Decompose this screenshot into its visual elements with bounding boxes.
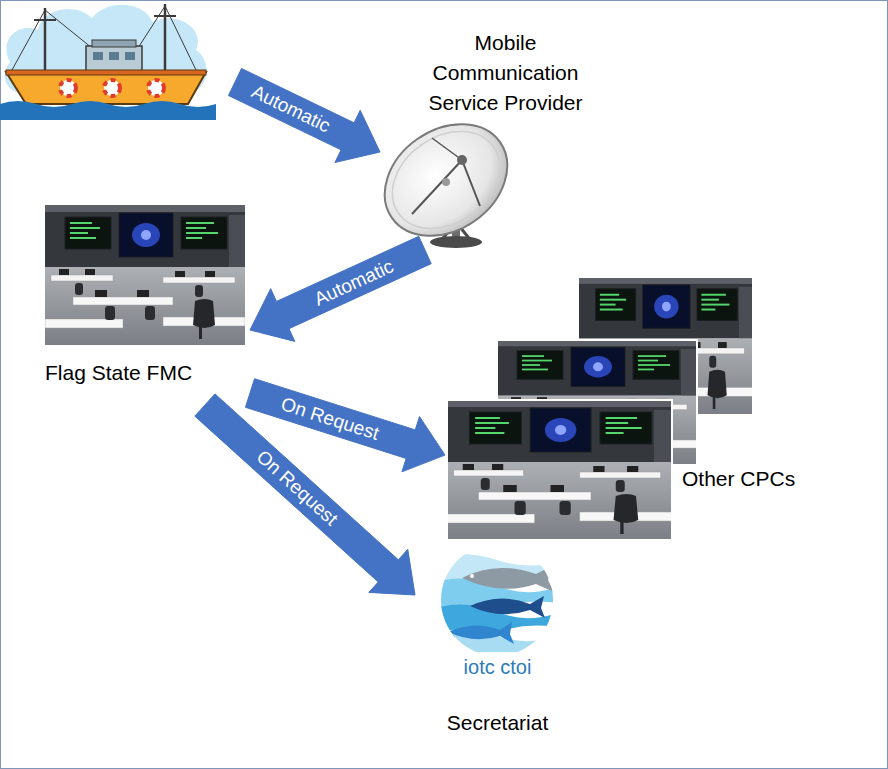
- fishing-vessel: [0, 4, 216, 120]
- logo-text: iotc ctoi: [415, 655, 580, 679]
- iotc-logo-part: [462, 566, 554, 592]
- satellite-dish-part: [374, 112, 518, 249]
- fishing-vessel-part: [6, 72, 206, 104]
- provider-label: Mobile Communication Service Provider: [418, 28, 593, 118]
- block-arrow: [195, 394, 415, 595]
- control-room-part: [45, 205, 245, 345]
- fishing-vessel-part: [60, 80, 164, 96]
- iotc-logo: [430, 540, 570, 652]
- arrow-label: Automatic: [248, 81, 334, 138]
- iotc-logo-part: [448, 622, 514, 644]
- satellite-dish-part: [432, 138, 462, 160]
- cpcs-label: Other CPCs: [682, 466, 795, 492]
- satellite-dish: [363, 101, 528, 259]
- control-room: [45, 205, 245, 345]
- block-arrow: [250, 236, 431, 341]
- satellite-dish-part: [363, 101, 528, 259]
- fishing-vessel-part-part: [148, 80, 164, 96]
- iotc-logo-part: [430, 540, 570, 652]
- iotc-logo-part: [470, 596, 545, 618]
- fishing-vessel-part: [125, 52, 135, 60]
- fishing-vessel-part: [6, 70, 206, 75]
- fishing-vessel-part: [138, 6, 165, 48]
- fmc-label: Flag State FMC: [45, 360, 192, 386]
- control-rooms-stack-part: [447, 400, 672, 540]
- fishing-vessel-part: [154, 15, 176, 17]
- provider-node: Mobile Communication Service Provider: [380, 20, 600, 250]
- fishing-vessel-part: [12, 10, 45, 70]
- vessel-node: [0, 0, 235, 125]
- fmc-node: Flag State FMC: [45, 205, 250, 405]
- fishing-vessel-part: [45, 10, 92, 48]
- fishing-vessel-part: [164, 4, 167, 74]
- satellite-dish-part: [442, 178, 450, 186]
- satellite-dish-part: [412, 160, 462, 214]
- fishing-vessel-part-part: [104, 80, 120, 96]
- block-arrow: [228, 68, 380, 162]
- secretariat-node: iotc ctoiSecretariat: [415, 545, 584, 750]
- satellite-dish-part: [462, 160, 480, 206]
- satellite-dish-part: [430, 236, 482, 248]
- fishing-vessel-part: [93, 52, 103, 60]
- iotc-logo-part: [470, 574, 474, 578]
- fishing-vessel-part: [86, 46, 142, 72]
- fishing-vessel-part: [165, 6, 196, 70]
- satellite-dish-part: [457, 155, 467, 165]
- arrow-label: Automatic: [311, 255, 397, 310]
- fishing-vessel-part-part: [60, 80, 76, 96]
- fishing-vessel-part: [0, 101, 216, 120]
- fishing-vessel-part: [92, 40, 136, 47]
- arrow-label: On Request: [279, 393, 382, 445]
- cpcs-node: Other CPCs: [445, 275, 815, 545]
- secretariat-label: Secretariat: [415, 710, 580, 736]
- control-rooms-stack: [447, 277, 753, 540]
- fishing-vessel-part: [34, 19, 56, 21]
- fishing-vessel-part: [44, 8, 47, 74]
- arrow-label: On Request: [252, 446, 342, 530]
- fishing-vessel-part: [109, 52, 119, 60]
- control-rooms-stack-part: [447, 400, 672, 540]
